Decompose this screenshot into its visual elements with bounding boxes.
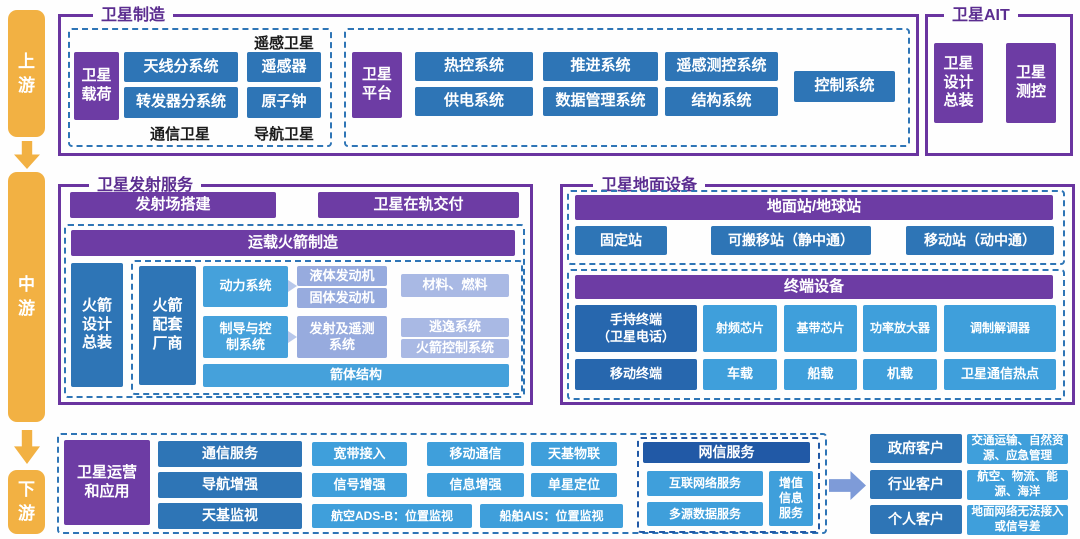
chevron-right-icon — [288, 331, 297, 343]
airborne-box: 机载 — [863, 359, 937, 390]
modem-box: 调制解调器 — [944, 305, 1056, 352]
rocket-suppliers-box: 火箭 配套 厂商 — [139, 266, 196, 385]
single-sat-positioning-box: 单星定位 — [531, 473, 617, 497]
transponder-subsystem-box: 转发器分系统 — [124, 87, 238, 118]
space-iot-box: 天基物联 — [531, 442, 617, 466]
satellite-operation-box: 卫星运营 和应用 — [64, 440, 150, 525]
vehicle-mounted-box: 车载 — [703, 359, 777, 390]
section-satellite-manufacturing: 卫星制造 — [58, 5, 919, 156]
structure-system-box: 结构系统 — [665, 87, 778, 116]
signal-enhance-box: 信号增强 — [312, 473, 407, 497]
guidance-control-box: 制导与控 制系统 — [203, 316, 288, 358]
space-surveillance-box: 天基监视 — [158, 503, 302, 529]
data-mgmt-system-box: 数据管理系统 — [543, 87, 658, 116]
rf-chip-box: 射频芯片 — [703, 305, 777, 352]
broadband-box: 宽带接入 — [312, 442, 407, 466]
rocket-design-assembly-box: 火箭 设计 总装 — [71, 263, 123, 387]
comm-satellite-label: 通信卫星 — [149, 126, 210, 143]
rocket-body-box: 箭体结构 — [203, 364, 509, 387]
terminal-equipment-header: 终端设备 — [575, 275, 1053, 299]
fixed-station-box: 固定站 — [575, 226, 667, 255]
personal-customer-desc: 地面网络无法接入或信号差 — [967, 505, 1068, 535]
right-arrow-icon — [829, 471, 866, 500]
launch-site-box: 发射场搭建 — [70, 192, 276, 218]
atomic-clock-box: 原子钟 — [247, 87, 321, 118]
power-system-box: 供电系统 — [415, 87, 533, 116]
escape-system-box: 逃逸系统 — [401, 318, 509, 337]
liquid-engine-box: 液体发动机 — [297, 266, 387, 286]
satellite-hotspot-box: 卫星通信热点 — [944, 359, 1056, 390]
terminal-equipment-group — [567, 269, 1065, 400]
rocket-manufacturing-header: 运载火箭制造 — [71, 230, 515, 256]
comm-service-box: 通信服务 — [158, 441, 302, 467]
value-added-service-box: 增值 信息 服务 — [769, 471, 813, 526]
ground-station-group — [567, 190, 1065, 265]
materials-fuel-box: 材料、燃料 — [401, 274, 509, 297]
satellite-design-assembly-box: 卫星 设计 总装 — [934, 43, 983, 123]
down-arrow-icon — [14, 141, 40, 169]
power-amplifier-box: 功率放大器 — [863, 305, 937, 352]
section-title: 卫星发射服务 — [89, 175, 202, 197]
stage-downstream: 下 游 — [8, 470, 45, 534]
solid-engine-box: 固体发动机 — [297, 288, 387, 308]
info-enhance-box: 信息增强 — [427, 473, 524, 497]
in-orbit-delivery-box: 卫星在轨交付 — [318, 192, 519, 218]
rocket-manufacturing-group — [64, 224, 525, 398]
rocket-suppliers-group — [131, 260, 523, 395]
stage-upstream: 上 游 — [8, 10, 45, 137]
network-service-header: 网信服务 — [643, 442, 810, 463]
mobile-comm-box: 移动通信 — [427, 442, 524, 466]
ground-station-header: 地面站/地球站 — [575, 195, 1053, 220]
section-title: 卫星AIT — [944, 5, 1018, 27]
portable-station-box: 可搬移站（静中通） — [711, 226, 871, 255]
industry-customer-box: 行业客户 — [870, 470, 962, 499]
section-title: 卫星制造 — [93, 5, 174, 27]
satellite-measurement-control-box: 卫星 测控 — [1006, 43, 1056, 123]
industry-customer-desc: 航空、物流、能源、海洋 — [967, 470, 1068, 500]
section-launch-services: 卫星发射服务 — [58, 175, 533, 405]
chevron-right-icon — [288, 280, 297, 292]
thermal-system-box: 热控系统 — [415, 52, 533, 81]
rocket-control-box: 火箭控制系统 — [401, 339, 509, 358]
section-operation-applications — [57, 433, 827, 534]
baseband-chip-box: 基带芯片 — [784, 305, 857, 352]
network-service-group — [637, 437, 820, 533]
platform-group — [344, 28, 910, 147]
satellite-platform-box: 卫星 平台 — [352, 52, 402, 118]
ais-box: 船舶AIS：位置监视 — [480, 504, 623, 528]
personal-customer-box: 个人客户 — [870, 505, 962, 534]
launch-telemetry-box: 发射及遥测 系统 — [297, 316, 387, 358]
section-satellite-ait: 卫星AIT — [925, 5, 1073, 156]
stage-midstream: 中 游 — [8, 172, 45, 422]
ads-b-box: 航空ADS-B：位置监视 — [312, 504, 472, 528]
multi-source-data-box: 多源数据服务 — [647, 502, 763, 526]
down-arrow-icon — [14, 430, 40, 464]
propulsion-system-box: 推进系统 — [543, 52, 658, 81]
mobile-terminal-box: 移动终端 — [575, 359, 697, 390]
handheld-terminal-box: 手持终端 （卫星电话） — [575, 305, 697, 352]
control-system-box: 控制系统 — [794, 71, 895, 102]
remote-sensing-satellite-label: 遥感卫星 — [253, 35, 314, 52]
internet-service-box: 互联网络服务 — [647, 471, 763, 496]
government-customer-desc: 交通运输、自然资源、应急管理 — [967, 434, 1068, 464]
ttc-system-box: 遥感测控系统 — [665, 52, 778, 81]
rocket-power-system-box: 动力系统 — [203, 266, 288, 307]
nav-satellite-label: 导航卫星 — [253, 126, 314, 143]
remote-sensor-box: 遥感器 — [247, 52, 321, 82]
satellite-payload-box: 卫星 载荷 — [74, 52, 119, 120]
government-customer-box: 政府客户 — [870, 434, 962, 463]
antenna-subsystem-box: 天线分系统 — [124, 52, 238, 82]
ship-mounted-box: 船载 — [784, 359, 857, 390]
mobile-station-box: 移动站（动中通） — [906, 226, 1054, 255]
nav-enhance-box: 导航增强 — [158, 472, 302, 498]
payload-group — [68, 28, 332, 147]
